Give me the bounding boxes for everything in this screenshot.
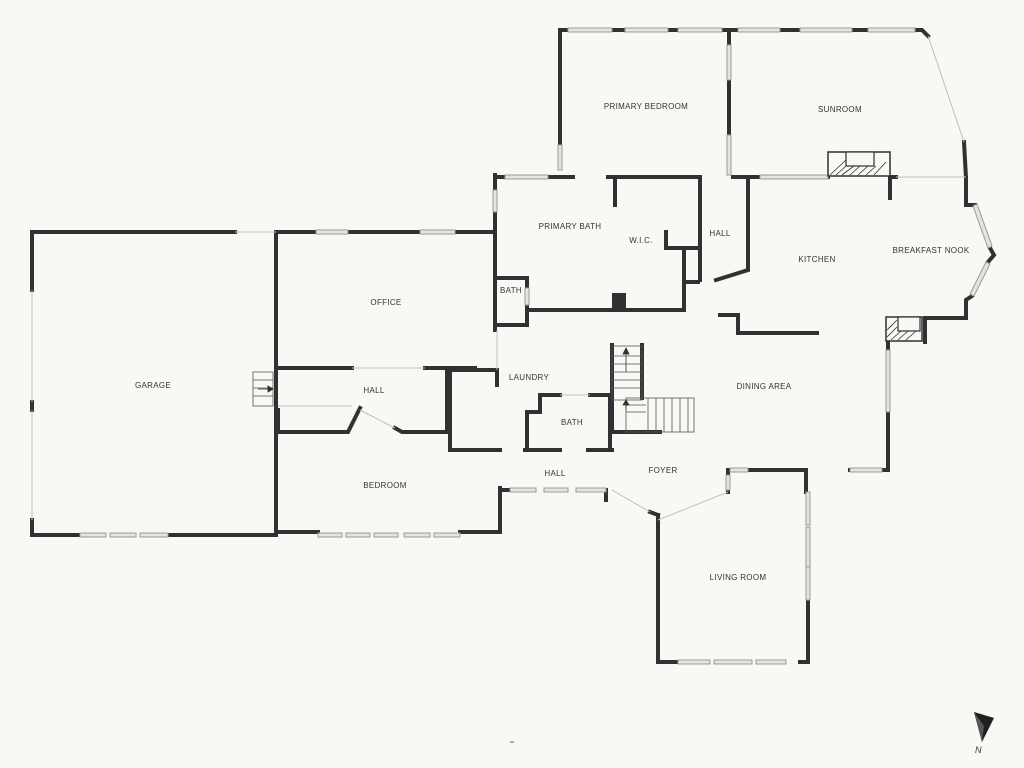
room-label-bedroom: BEDROOM (363, 481, 406, 490)
room-label-laundry: LAUNDRY (509, 373, 550, 382)
room-labels: PRIMARY BEDROOM SUNROOM PRIMARY BATH W.I… (135, 102, 970, 582)
room-label-kitchen: KITCHEN (798, 255, 835, 264)
room-label-office: OFFICE (370, 298, 401, 307)
column (612, 293, 626, 309)
room-label-breakfast-nook: BREAKFAST NOOK (893, 246, 970, 255)
stair-arrows (258, 347, 630, 410)
room-label-foyer: FOYER (648, 466, 677, 475)
fireplaces (827, 151, 923, 342)
north-arrow-icon: N (974, 712, 994, 755)
room-label-hall-left: HALL (363, 386, 384, 395)
room-label-dining-area: DINING AREA (737, 382, 792, 391)
stairs (252, 345, 695, 433)
room-label-sunroom: SUNROOM (818, 105, 862, 114)
north-label: N (975, 745, 982, 755)
room-label-primary-bath: PRIMARY BATH (539, 222, 602, 231)
windows (79, 27, 993, 665)
room-label-wic: W.I.C. (629, 236, 653, 245)
room-label-hall-lower: HALL (544, 469, 565, 478)
room-label-primary-bedroom: PRIMARY BEDROOM (604, 102, 688, 111)
room-label-bath-center: BATH (561, 418, 583, 427)
room-label-living-room: LIVING ROOM (710, 573, 767, 582)
room-label-garage: GARAGE (135, 381, 171, 390)
room-label-bath-small: BATH (500, 286, 522, 295)
room-label-hall-upper: HALL (709, 229, 730, 238)
